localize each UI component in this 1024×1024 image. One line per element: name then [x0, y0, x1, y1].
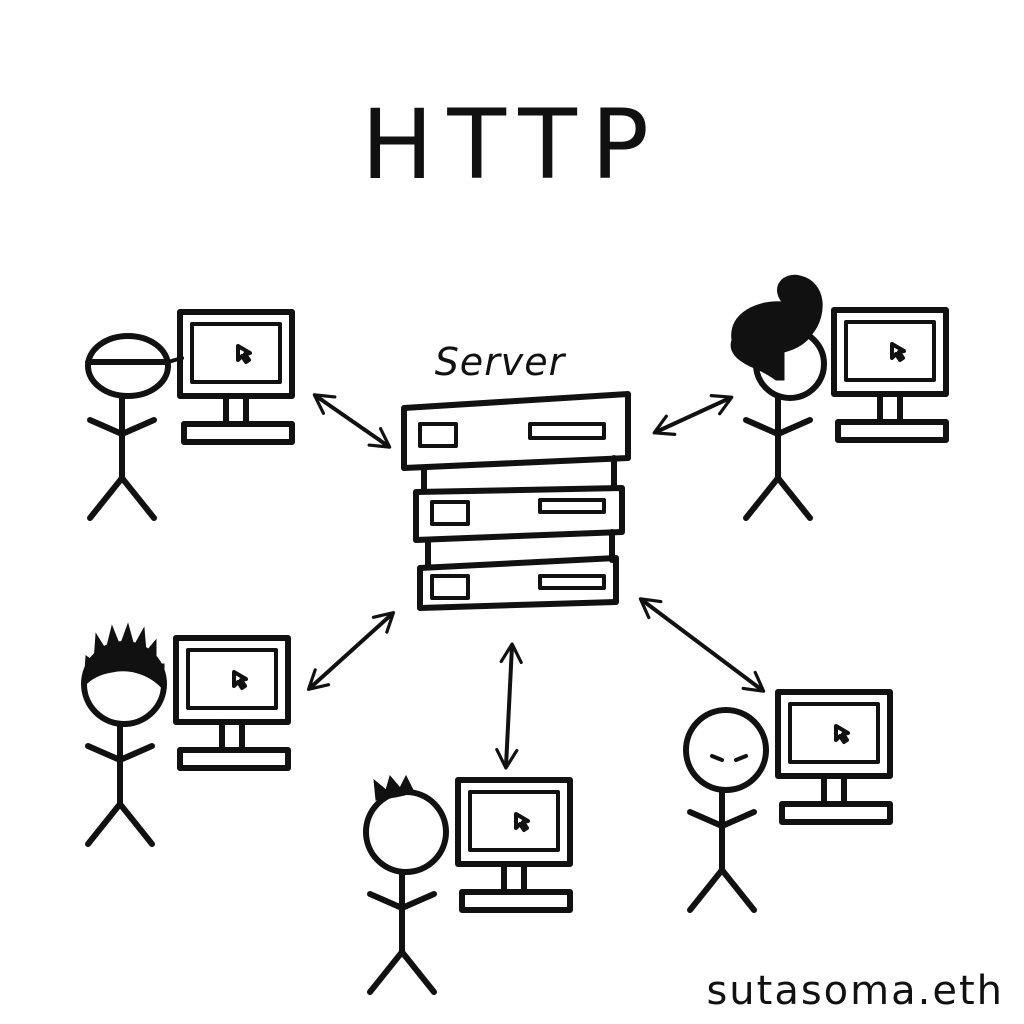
computer-icon: [834, 310, 946, 440]
client-long-hair: [730, 274, 946, 518]
arrow-top-right: [652, 393, 734, 437]
sad-eye-right: [734, 754, 748, 762]
sad-eye-left: [710, 754, 724, 762]
artist-signature: sutasoma.eth: [706, 968, 1004, 1014]
server-stack: [401, 391, 631, 611]
spiky-hair-icon: [83, 622, 165, 692]
server-label: Server: [435, 340, 567, 384]
diagram-title: HTTP: [361, 89, 663, 201]
stick-figure-icon: [90, 398, 154, 518]
person-head: [85, 333, 171, 399]
client-bald-sad: [683, 692, 890, 910]
stick-figure-icon: [88, 724, 152, 844]
stick-figure-icon: [370, 872, 434, 992]
person-head: [363, 789, 449, 875]
client-headband: [85, 312, 292, 518]
arrow-bottom-left: [306, 611, 396, 691]
server-unit-middle: [413, 485, 625, 543]
stick-figure-icon: [746, 398, 810, 518]
client-spiky-hair: [81, 622, 288, 844]
computer-icon: [176, 638, 288, 768]
crown-hair-icon: [373, 774, 415, 801]
server-unit-top: [401, 391, 631, 471]
connection-arrows: [306, 393, 766, 770]
computer-icon: [778, 692, 890, 822]
person-head: [683, 707, 769, 793]
arrow-bottom-right: [638, 597, 766, 693]
server-unit-bottom: [417, 555, 619, 611]
stick-figure-icon: [690, 790, 754, 910]
arrow-top-left: [312, 393, 392, 449]
computer-icon: [458, 780, 570, 910]
client-crown-hair: [363, 774, 570, 992]
computer-icon: [180, 312, 292, 442]
long-hair-icon: [730, 274, 823, 381]
arrow-bottom: [495, 642, 523, 770]
